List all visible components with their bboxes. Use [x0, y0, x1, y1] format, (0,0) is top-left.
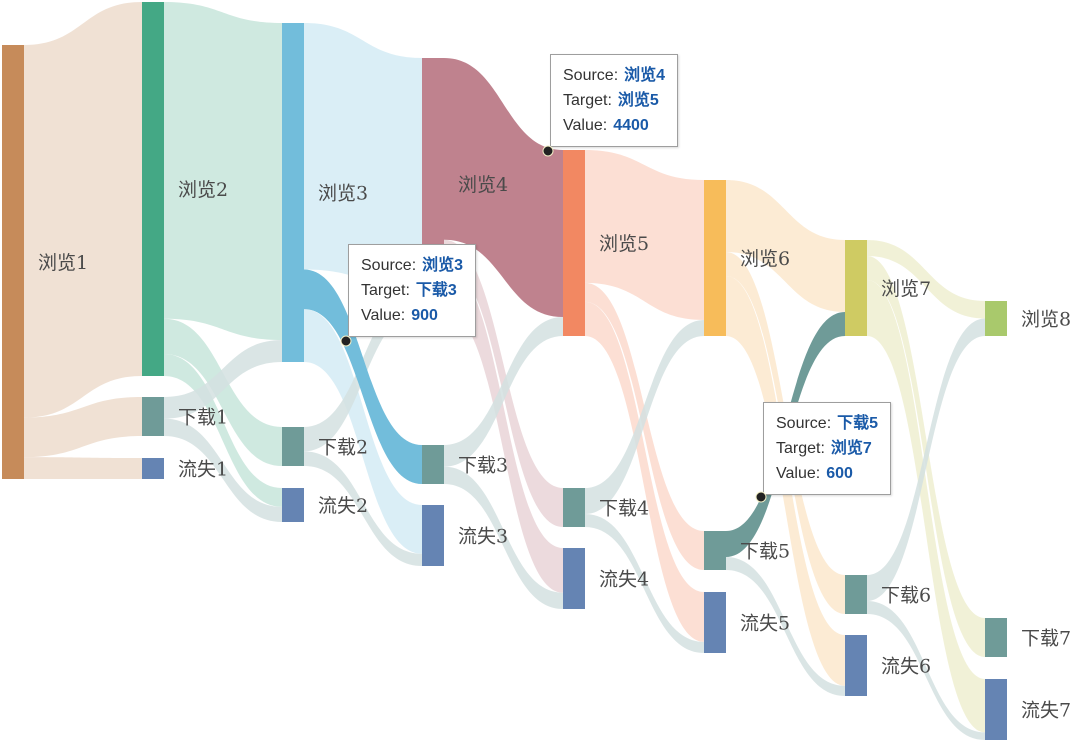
- node-label: 流失4: [599, 569, 649, 591]
- sankey-link[interactable]: [444, 58, 563, 318]
- sankey-node[interactable]: [282, 488, 304, 522]
- node-label: 浏览5: [599, 233, 649, 255]
- node-label: 浏览8: [1021, 309, 1071, 331]
- tooltip-target-label: Target:: [776, 440, 825, 457]
- sankey-node[interactable]: [142, 2, 164, 376]
- node-label: 下载6: [881, 585, 931, 607]
- node-label: 下载5: [740, 541, 790, 563]
- sankey-node[interactable]: [985, 618, 1007, 657]
- sankey-link[interactable]: [585, 301, 704, 642]
- node-label: 浏览2: [178, 179, 228, 201]
- sankey-node[interactable]: [845, 575, 867, 614]
- sankey-link[interactable]: [585, 320, 704, 514]
- sankey-node[interactable]: [845, 240, 867, 336]
- sankey-node[interactable]: [985, 679, 1007, 740]
- sankey-node[interactable]: [845, 635, 867, 696]
- node-label: 流失6: [881, 656, 931, 678]
- tooltip-target-label: Target:: [563, 92, 612, 109]
- tooltip-browse4-browse5: Source: 浏览4 Target: 浏览5 Value: 4400: [550, 54, 679, 147]
- sankey-link[interactable]: [24, 397, 142, 458]
- sankey-link[interactable]: [726, 180, 845, 312]
- node-label: 下载7: [1021, 628, 1071, 650]
- tooltip-target-value: 浏览7: [830, 440, 872, 457]
- sankey-link[interactable]: [585, 282, 704, 570]
- node-label: 浏览3: [318, 183, 368, 205]
- sankey-link[interactable]: [585, 150, 704, 320]
- sankey-link[interactable]: [726, 557, 845, 696]
- sankey-link[interactable]: [24, 2, 142, 418]
- tooltip-target-value: 下载3: [415, 282, 457, 299]
- node-label: 浏览1: [38, 252, 88, 274]
- sankey-node[interactable]: [422, 445, 444, 484]
- tooltip-source-label: Source:: [361, 257, 417, 274]
- sankey-labels: 浏览1 浏览2 下载1 流失1 浏览3 下载2 流失2 浏览4 下载3 流失3 浏览5 下载4 流失4 浏…: [38, 174, 1071, 722]
- tooltip-source-value: 浏览4: [624, 67, 666, 84]
- tooltip-source-label: Source:: [563, 67, 619, 84]
- sankey-link[interactable]: [867, 318, 985, 602]
- sankey-link[interactable]: [444, 264, 563, 593]
- tooltip-value-label: Value:: [361, 307, 406, 324]
- sankey-node[interactable]: [422, 505, 444, 566]
- sankey-link[interactable]: [585, 514, 704, 653]
- tooltip-source-value: 下载5: [837, 415, 879, 432]
- sankey-link[interactable]: [24, 457, 142, 479]
- node-label: 浏览7: [881, 278, 931, 300]
- tooltip-value-label: Value:: [563, 117, 608, 134]
- sankey-node[interactable]: [704, 592, 726, 653]
- sankey-link[interactable]: [867, 601, 985, 740]
- node-label: 下载3: [458, 455, 508, 477]
- sankey-node[interactable]: [704, 531, 726, 570]
- sankey-link[interactable]: [164, 318, 282, 466]
- sankey-node[interactable]: [563, 488, 585, 527]
- tooltip-value: 600: [826, 465, 853, 482]
- node-label: 浏览6: [740, 248, 790, 270]
- tooltip-source-label: Source:: [776, 415, 832, 432]
- node-label: 流失7: [1021, 700, 1071, 722]
- tooltip-value: 900: [411, 307, 438, 324]
- node-label: 流失2: [318, 495, 368, 517]
- node-label: 下载4: [599, 498, 649, 520]
- tooltip-value: 4400: [613, 117, 649, 134]
- tooltip-source-value: 浏览3: [422, 257, 464, 274]
- sankey-link[interactable]: [304, 269, 422, 484]
- sankey-link[interactable]: [867, 240, 985, 319]
- node-label: 下载1: [178, 407, 228, 429]
- sankey-node[interactable]: [563, 548, 585, 609]
- tooltip-anchor-dot: [340, 335, 352, 347]
- sankey-node[interactable]: [142, 458, 164, 479]
- tooltip-browse3-download3: Source: 浏览3 Target: 下载3 Value: 900: [348, 244, 477, 337]
- node-label: 流失5: [740, 613, 790, 635]
- sankey-link[interactable]: [867, 280, 985, 733]
- sankey-node[interactable]: [563, 150, 585, 336]
- sankey-links: [24, 2, 985, 740]
- tooltip-target-label: Target:: [361, 282, 410, 299]
- sankey-link[interactable]: [444, 466, 563, 609]
- tooltip-anchor-dot: [542, 145, 554, 157]
- sankey-node[interactable]: [2, 45, 24, 479]
- node-label: 流失3: [458, 526, 508, 548]
- node-label: 浏览4: [458, 174, 508, 196]
- sankey-link[interactable]: [304, 23, 422, 290]
- sankey-link[interactable]: [164, 339, 282, 419]
- sankey-link[interactable]: [444, 317, 563, 467]
- sankey-link[interactable]: [164, 354, 282, 507]
- sankey-link[interactable]: [304, 309, 422, 554]
- node-label: 流失1: [178, 459, 228, 481]
- sankey-node[interactable]: [282, 427, 304, 466]
- sankey-link[interactable]: [164, 418, 282, 522]
- tooltip-anchor-dot: [755, 491, 767, 503]
- tooltip-target-value: 浏览5: [617, 92, 659, 109]
- sankey-link[interactable]: [164, 2, 282, 340]
- node-label: 下载2: [318, 437, 368, 459]
- sankey-node[interactable]: [282, 23, 304, 362]
- sankey-link[interactable]: [304, 451, 422, 566]
- tooltip-download5-browse7: Source: 下载5 Target: 浏览7 Value: 600: [763, 402, 892, 495]
- sankey-node[interactable]: [704, 180, 726, 336]
- sankey-node[interactable]: [142, 397, 164, 436]
- tooltip-value-label: Value:: [776, 465, 821, 482]
- sankey-node[interactable]: [985, 301, 1007, 336]
